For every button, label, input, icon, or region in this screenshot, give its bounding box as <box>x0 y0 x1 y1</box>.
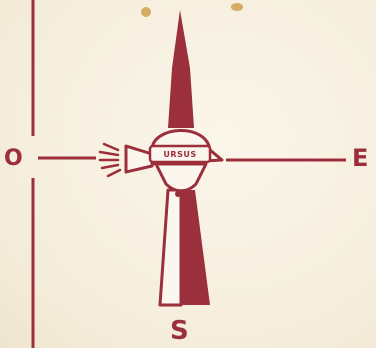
south-needle-white <box>160 190 181 305</box>
east-label: E <box>352 146 368 170</box>
south-needle-dark <box>181 190 210 305</box>
horn-cone <box>126 146 152 172</box>
figure-neck-dot <box>175 191 181 197</box>
speed-lines <box>100 144 120 176</box>
stain-mark <box>141 7 151 17</box>
north-needle <box>168 10 194 128</box>
helmet-text: URSUS <box>163 150 196 159</box>
south-label: S <box>170 318 189 344</box>
figure-chin <box>156 164 206 191</box>
stain-mark <box>231 3 243 11</box>
west-label: O <box>4 148 23 170</box>
